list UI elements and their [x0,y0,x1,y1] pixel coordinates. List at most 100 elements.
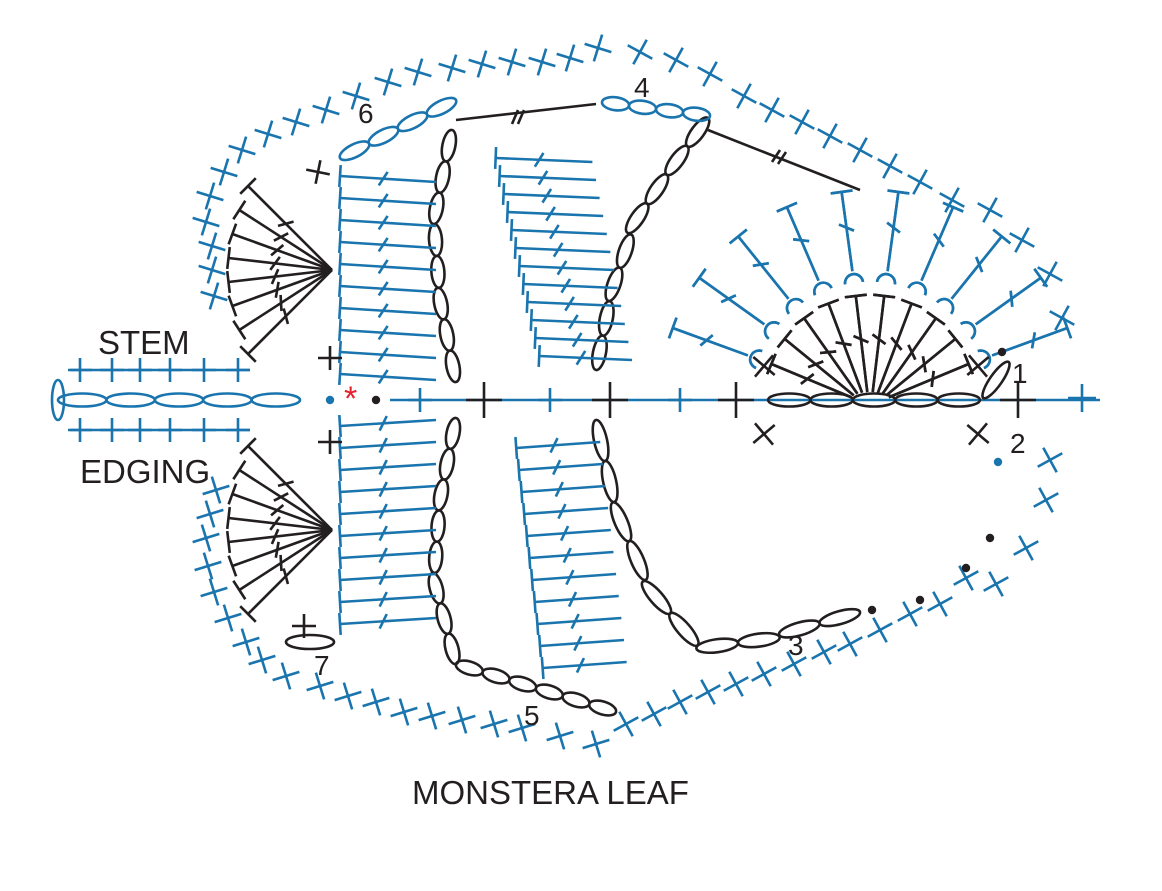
single-crochet-icon [556,44,584,72]
chain-stitch-icon [429,254,446,290]
chain-stitch-icon [654,102,685,119]
double-crochet-icon [338,164,437,188]
single-crochet-icon [718,382,754,418]
double-crochet-icon [871,293,896,393]
chain-stitch-icon [153,392,205,408]
slip-stitch-icon [993,457,1003,467]
chain-stitch-icon [427,571,445,605]
single-crochet-icon [641,701,667,727]
row-number-1: 1 [1012,358,1028,389]
double-crochet-icon [338,274,437,298]
double-crochet-icon [239,437,333,531]
chain-stitch-icon [432,478,450,512]
single-crochet-icon [508,714,536,742]
single-crochet-icon [977,197,1003,223]
double-crochet-icon [974,268,1049,326]
double-crochet-icon [524,524,611,548]
double-crochet-icon [667,317,749,357]
double-crochet-icon [338,612,437,636]
double-crochet-icon [533,326,629,350]
picot-icon [875,272,897,285]
chain-stitch-icon [981,360,1011,400]
double-crochet-icon [537,634,625,658]
single-crochet-icon [667,689,693,715]
row-number-5: 5 [524,700,540,731]
double-crochet-icon [540,656,627,680]
single-crochet-icon [282,108,310,136]
row-number-3: 3 [788,630,804,661]
slip-stitch-icon [915,595,925,605]
chain-stitch-icon [600,95,631,112]
double-crochet-icon [691,268,766,326]
chain-stitch-icon [444,416,462,451]
double-crochet-icon [519,480,606,504]
single-crochet-icon [1000,382,1036,418]
chain-stitch-icon [587,699,618,717]
double-crochet-icon [516,458,603,482]
single-crochet-icon [1033,487,1059,513]
single-crochet-icon [232,628,260,656]
tick-4 [516,109,526,125]
single-crochet-icon [528,48,556,76]
single-crochet-icon [877,153,903,179]
double-crochet-icon [225,268,333,294]
single-crochet-icon [228,136,256,164]
single-crochet-icon [582,730,610,758]
single-crochet-icon [196,500,224,528]
stem-label: STEM [98,324,190,361]
long-chain-6 [455,102,597,122]
single-crochet-icon [192,524,220,552]
single-crochet-icon [759,97,785,123]
chain-stitch-icon [681,106,712,123]
start-dot-blue-icon [325,395,335,405]
chain-stitch-icon [668,611,700,648]
chain-stitch-icon [454,659,485,677]
double-crochet-icon [338,524,437,548]
single-crochet-icon [196,182,224,210]
double-crochet-icon [920,201,964,282]
single-crochet-icon [404,58,432,86]
picot-icon [785,297,804,315]
single-crochet-icon [214,604,242,632]
single-crochet-icon [953,565,979,591]
start-asterisk-icon: * [344,380,358,418]
double-crochet-icon [227,528,333,577]
single-crochet-icon [498,48,526,76]
double-crochet-icon [493,146,593,170]
single-crochet-icon [939,187,965,213]
chain-stitch-icon [284,633,336,651]
chain-stitch-icon [444,349,462,384]
chain-stitch-icon [818,607,862,628]
chain-stitch-icon [250,392,302,408]
single-crochet-icon [663,47,689,73]
chain-stitch-icon [427,191,445,226]
double-crochet-icon [776,329,855,397]
single-crochet-icon [867,617,893,643]
single-crochet-icon [1037,261,1063,287]
single-crochet-icon [466,382,502,418]
chain-stitch-icon [430,509,446,543]
double-crochet-icon [886,189,910,272]
slip-stitch-icon [997,347,1007,357]
single-crochet-icon [248,646,276,674]
chain-stitch-icon [481,667,511,685]
double-crochet-icon [338,318,437,342]
picot-icon [813,281,833,296]
single-crochet-icon [668,388,692,412]
tick-3 [510,109,520,125]
single-crochet-icon [907,169,933,195]
chain-stitch-icon [427,540,444,575]
picot-icon [977,349,992,370]
single-crochet-icon [1049,305,1075,331]
chain-stitch-icon [438,447,456,481]
slip-stitch-icon [985,533,995,543]
single-crochet-icon [192,208,220,236]
double-crochet-icon [338,458,437,482]
chain-stitch-icon [936,392,982,408]
chain-stitch-icon [105,392,157,408]
double-crochet-icon [227,483,333,532]
chain-stitch-icon [201,392,253,408]
double-crochet-icon [338,568,437,592]
single-crochet-icon [837,631,863,657]
